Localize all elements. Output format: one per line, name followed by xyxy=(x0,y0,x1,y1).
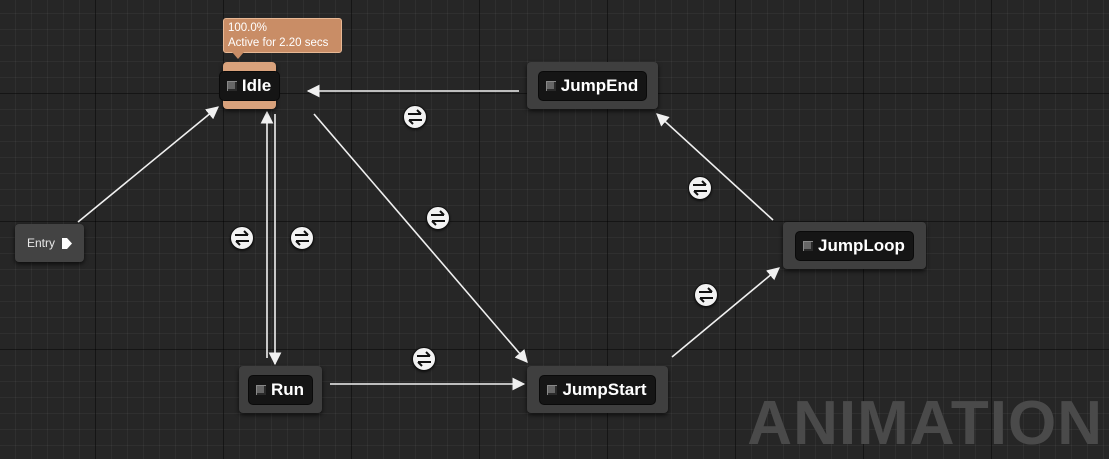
transition-icon-jumpend-idle[interactable] xyxy=(403,105,427,129)
state-icon xyxy=(547,384,558,395)
active-duration: Active for 2.20 secs xyxy=(228,37,329,49)
state-label-idle: Idle xyxy=(241,75,272,95)
graph-type-watermark: ANIMATION xyxy=(747,389,1103,458)
state-pill-run: Run xyxy=(247,374,314,405)
state-node-jumploop[interactable]: JumpLoop xyxy=(783,222,926,269)
wire-entry-idle xyxy=(77,106,219,223)
entry-node[interactable]: Entry xyxy=(15,224,84,262)
state-label-jumpstart: JumpStart xyxy=(562,379,647,399)
transition-icon-jumploop-jumpend[interactable] xyxy=(688,176,712,200)
state-icon xyxy=(226,80,237,91)
state-node-jumpstart[interactable]: JumpStart xyxy=(527,366,668,413)
wire-jumploop-jumpend xyxy=(656,113,774,221)
state-node-run[interactable]: Run xyxy=(239,366,322,413)
state-pill-jumploop: JumpLoop xyxy=(795,230,914,261)
play-icon xyxy=(62,237,73,249)
state-label-jumploop: JumpLoop xyxy=(818,235,905,255)
entry-label: Entry xyxy=(27,236,56,250)
wire-idle-jumpstart xyxy=(313,113,528,363)
active-state-tooltip: 100.0% Active for 2.20 secs xyxy=(223,18,342,59)
transition-icon-run-jumpstart[interactable] xyxy=(412,347,436,371)
state-label-jumpend: JumpEnd xyxy=(560,75,639,95)
transition-icon-run-idle[interactable] xyxy=(230,226,254,250)
transition-icon-idle-jumpstart[interactable] xyxy=(426,206,450,230)
transition-icon-jumpstart-jumploop[interactable] xyxy=(694,283,718,307)
state-node-jumpend[interactable]: JumpEnd xyxy=(527,62,658,109)
state-node-idle[interactable]: Idle xyxy=(218,62,281,109)
state-label-run: Run xyxy=(270,379,305,399)
state-icon xyxy=(545,80,556,91)
state-pill-idle: Idle xyxy=(218,70,281,101)
state-weight: 100.0% xyxy=(228,22,268,34)
state-icon xyxy=(255,384,266,395)
state-icon xyxy=(803,240,814,251)
state-pill-jumpstart: JumpStart xyxy=(539,374,656,405)
wire-jumpstart-jumploop xyxy=(671,267,780,358)
state-pill-jumpend: JumpEnd xyxy=(537,70,648,101)
transition-icon-idle-run[interactable] xyxy=(290,226,314,250)
